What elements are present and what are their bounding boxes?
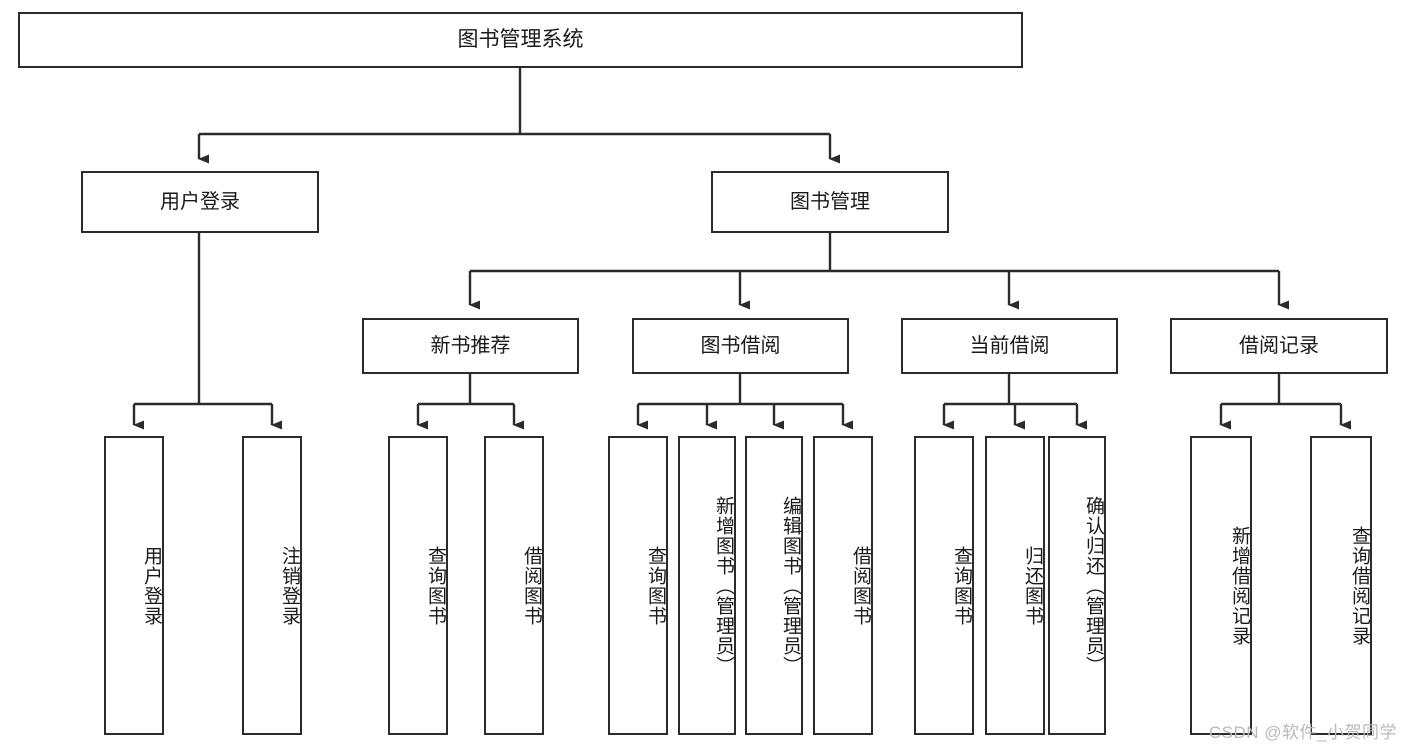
node-label: 查询图书	[425, 545, 446, 626]
node-label: 用户登录	[160, 190, 240, 213]
node-label: 新增图书（管理员）	[713, 495, 734, 676]
node-leaf-borrow-book-2[interactable]: 借阅图书	[813, 436, 873, 735]
node-label: 借阅记录	[1239, 334, 1319, 357]
node-label: 借阅图书	[850, 545, 871, 626]
node-new-book-recommend[interactable]: 新书推荐	[362, 318, 579, 374]
node-label: 查询借阅记录	[1349, 525, 1370, 646]
node-label: 归还图书	[1022, 545, 1043, 626]
node-label: 查询图书	[645, 545, 666, 626]
node-label: 确认归还（管理员）	[1083, 495, 1104, 676]
node-label: 当前借阅	[969, 334, 1050, 357]
node-leaf-return-book[interactable]: 归还图书	[985, 436, 1045, 735]
node-label: 用户登录	[141, 545, 162, 626]
node-leaf-query-book-1[interactable]: 查询图书	[388, 436, 448, 735]
node-label: 图书管理	[790, 190, 870, 213]
node-root[interactable]: 图书管理系统	[18, 12, 1023, 68]
node-label: 注销登录	[279, 545, 300, 626]
node-label: 新书推荐	[430, 334, 511, 357]
node-label: 借阅图书	[521, 545, 542, 626]
node-label: 新增借阅记录	[1229, 525, 1250, 646]
node-leaf-borrow-book-1[interactable]: 借阅图书	[484, 436, 544, 735]
node-leaf-user-login[interactable]: 用户登录	[104, 436, 164, 735]
node-leaf-edit-book[interactable]: 编辑图书（管理员）	[745, 436, 803, 735]
node-current-borrow[interactable]: 当前借阅	[901, 318, 1118, 374]
node-label: 图书管理系统	[457, 27, 584, 51]
node-book-borrow[interactable]: 图书借阅	[632, 318, 849, 374]
node-leaf-confirm-return[interactable]: 确认归还（管理员）	[1048, 436, 1106, 735]
node-label: 查询图书	[951, 545, 972, 626]
node-book-manage[interactable]: 图书管理	[711, 171, 949, 233]
node-leaf-query-book-3[interactable]: 查询图书	[914, 436, 974, 735]
node-leaf-query-record[interactable]: 查询借阅记录	[1310, 436, 1372, 735]
node-user-login[interactable]: 用户登录	[81, 171, 319, 233]
node-leaf-add-book[interactable]: 新增图书（管理员）	[678, 436, 736, 735]
node-borrow-record[interactable]: 借阅记录	[1170, 318, 1388, 374]
node-leaf-add-record[interactable]: 新增借阅记录	[1190, 436, 1252, 735]
watermark-text: CSDN @软件_小贺同学	[1208, 723, 1397, 742]
node-leaf-query-book-2[interactable]: 查询图书	[608, 436, 668, 735]
node-leaf-user-logout[interactable]: 注销登录	[242, 436, 302, 735]
node-label: 编辑图书（管理员）	[780, 495, 801, 676]
node-label: 图书借阅	[700, 334, 781, 357]
